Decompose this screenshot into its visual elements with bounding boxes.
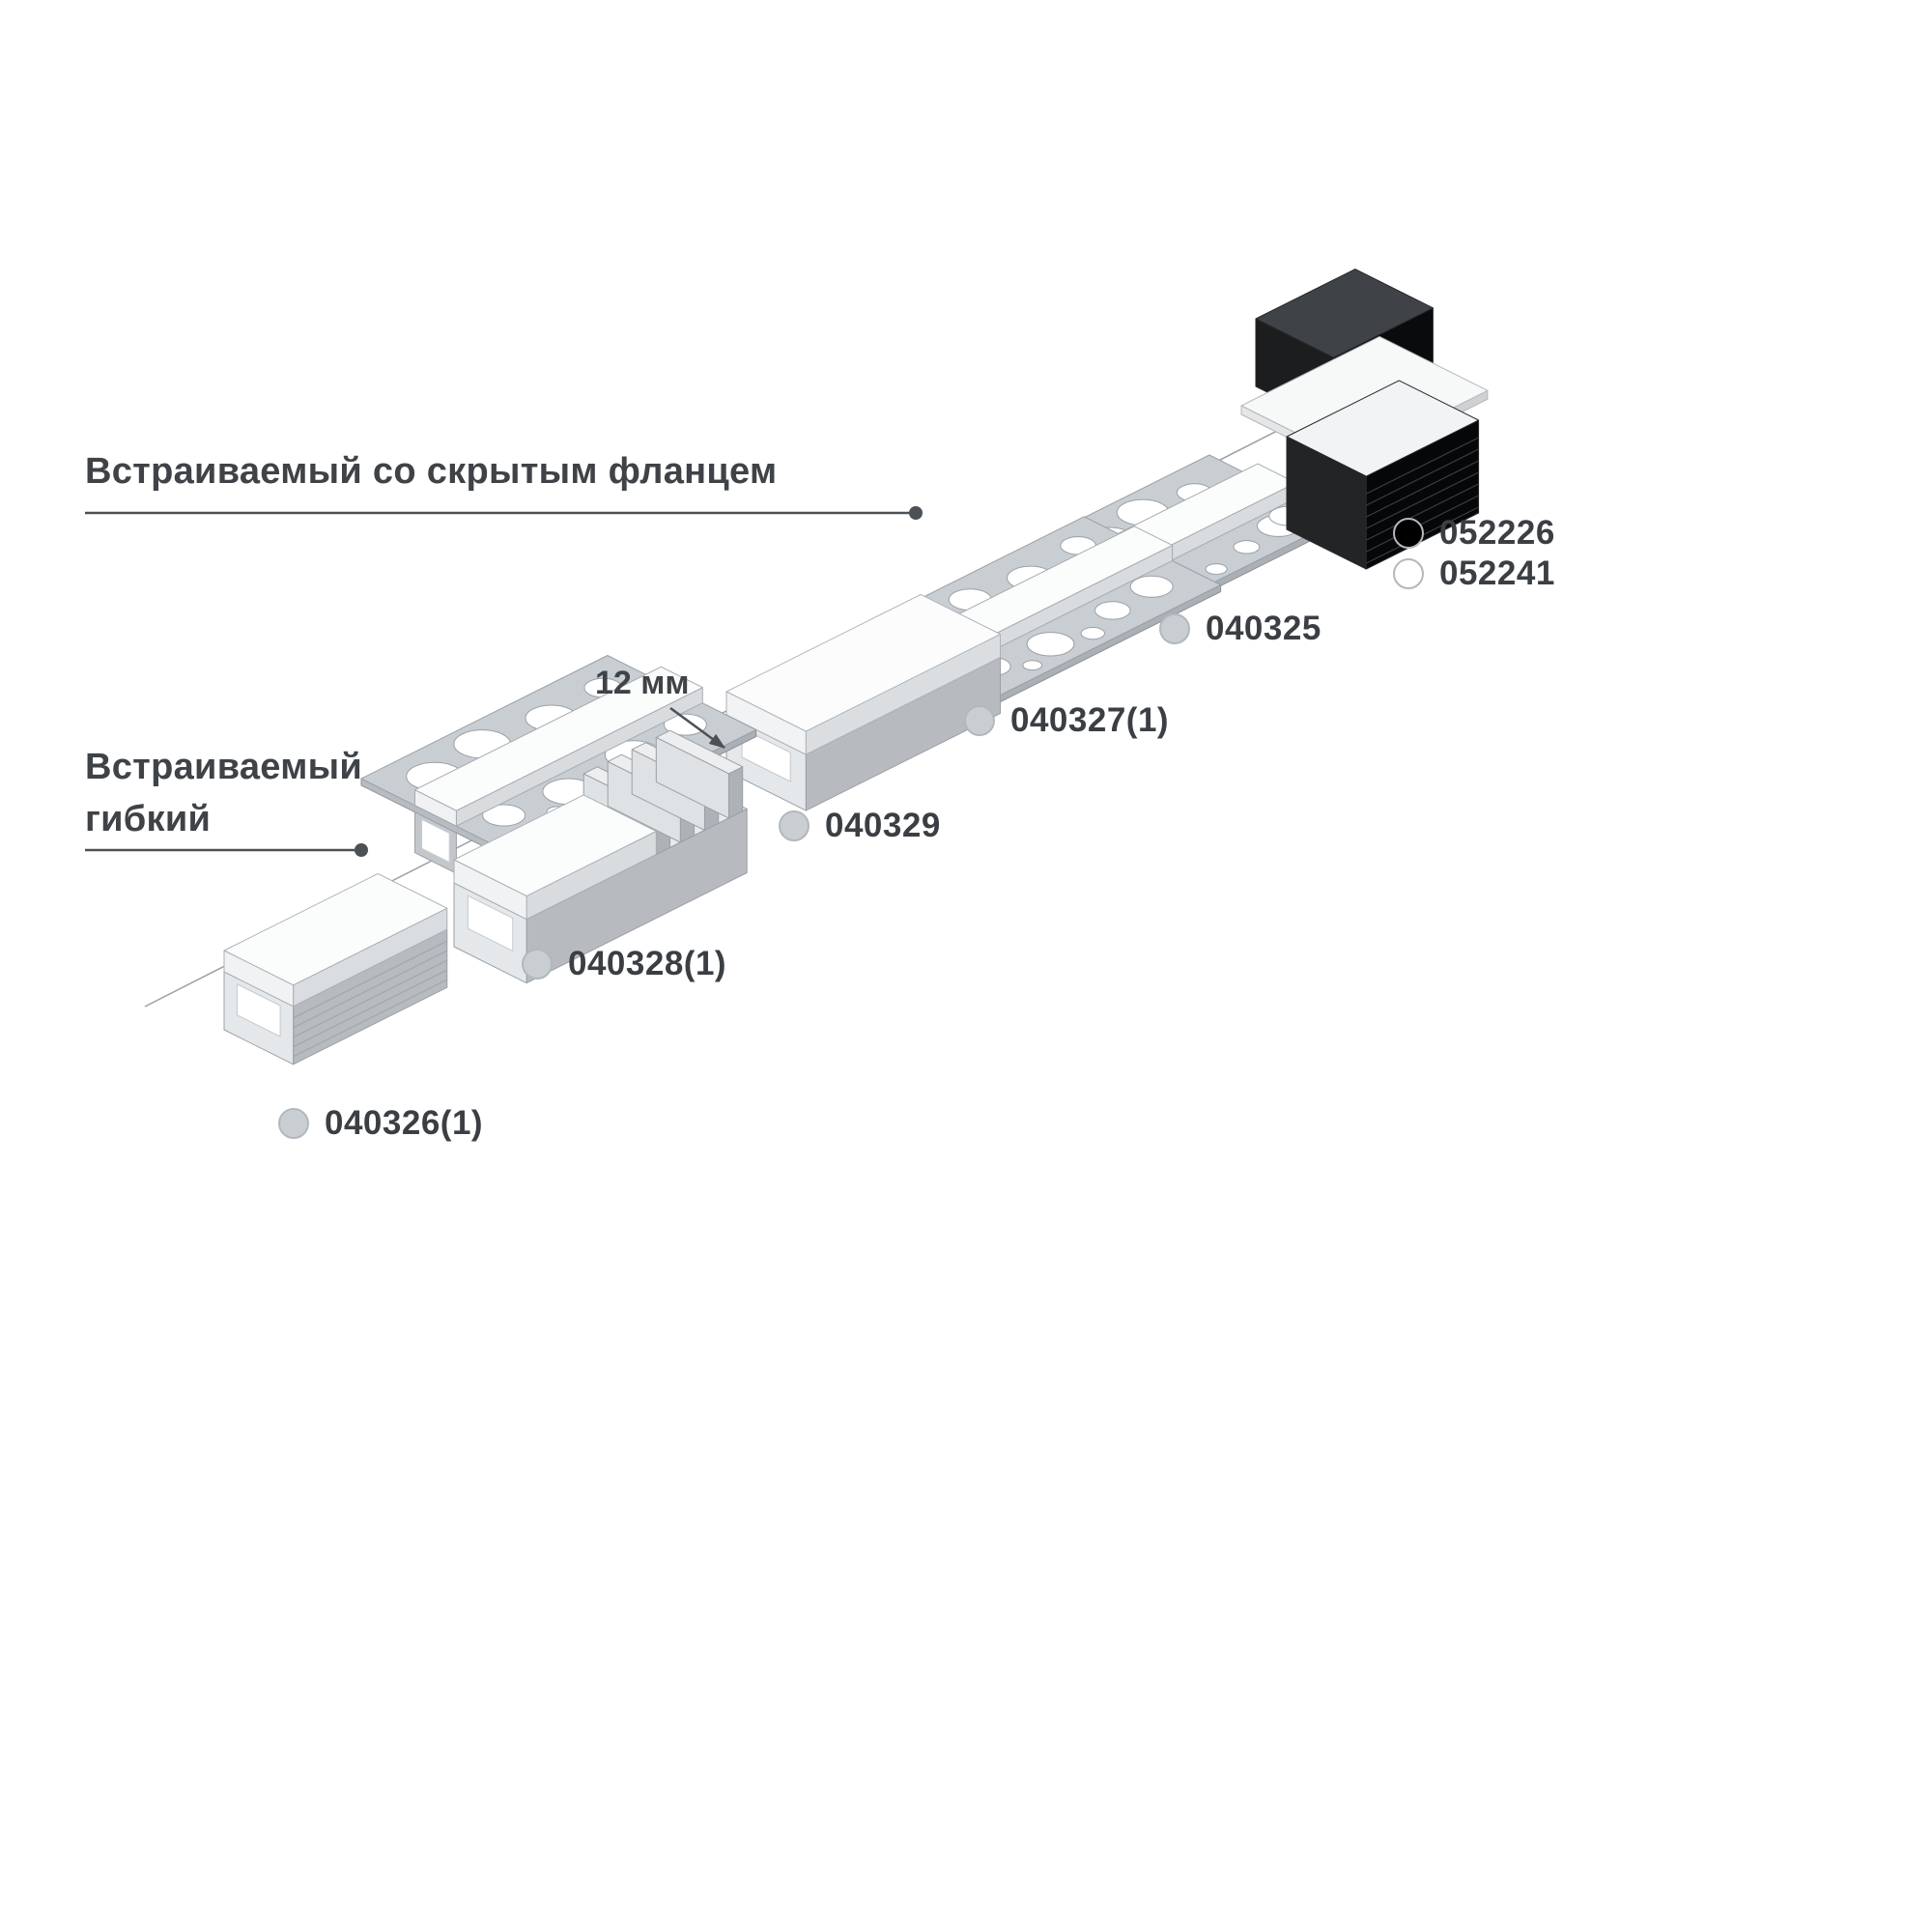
product-code-040329: 040329 bbox=[779, 807, 941, 845]
product-code-label: 040329 bbox=[825, 807, 941, 844]
color-dot-gray bbox=[278, 1108, 309, 1139]
color-dot-gray bbox=[1159, 613, 1190, 644]
color-dot-black bbox=[1393, 518, 1424, 549]
product-code-label: 040327(1) bbox=[1010, 701, 1170, 739]
group-label-hidden-flange: Встраиваемый со скрытым фланцем bbox=[85, 451, 778, 492]
product-code-label: 040328(1) bbox=[568, 945, 727, 982]
color-dot-gray bbox=[964, 705, 995, 736]
color-dot-gray bbox=[779, 810, 810, 841]
color-dot-gray bbox=[522, 949, 553, 980]
product-code-040325: 040325 bbox=[1159, 610, 1321, 648]
product-code-label: 040325 bbox=[1206, 610, 1321, 647]
profile-040329-illustration bbox=[725, 593, 1001, 811]
product-code-label: 052241 bbox=[1439, 554, 1555, 592]
product-code-label: 040326(1) bbox=[325, 1104, 484, 1142]
dimension-arrow bbox=[669, 706, 725, 750]
product-code-label: 052226 bbox=[1439, 514, 1555, 552]
product-code-040328: 040328(1) bbox=[522, 945, 726, 983]
profile-040328-illustration bbox=[453, 729, 748, 984]
group-label-flexible: Встраиваемый гибкий bbox=[85, 747, 363, 839]
product-code-052241: 052241 bbox=[1393, 554, 1555, 593]
label-leader-lines bbox=[85, 506, 923, 857]
product-code-052226: 052226 bbox=[1393, 514, 1555, 553]
product-code-040327: 040327(1) bbox=[964, 701, 1169, 740]
color-dot-white bbox=[1393, 558, 1424, 589]
profile-040326-illustration bbox=[223, 872, 448, 1065]
dimension-label: 12 мм bbox=[595, 665, 690, 701]
product-code-040326: 040326(1) bbox=[278, 1104, 483, 1143]
